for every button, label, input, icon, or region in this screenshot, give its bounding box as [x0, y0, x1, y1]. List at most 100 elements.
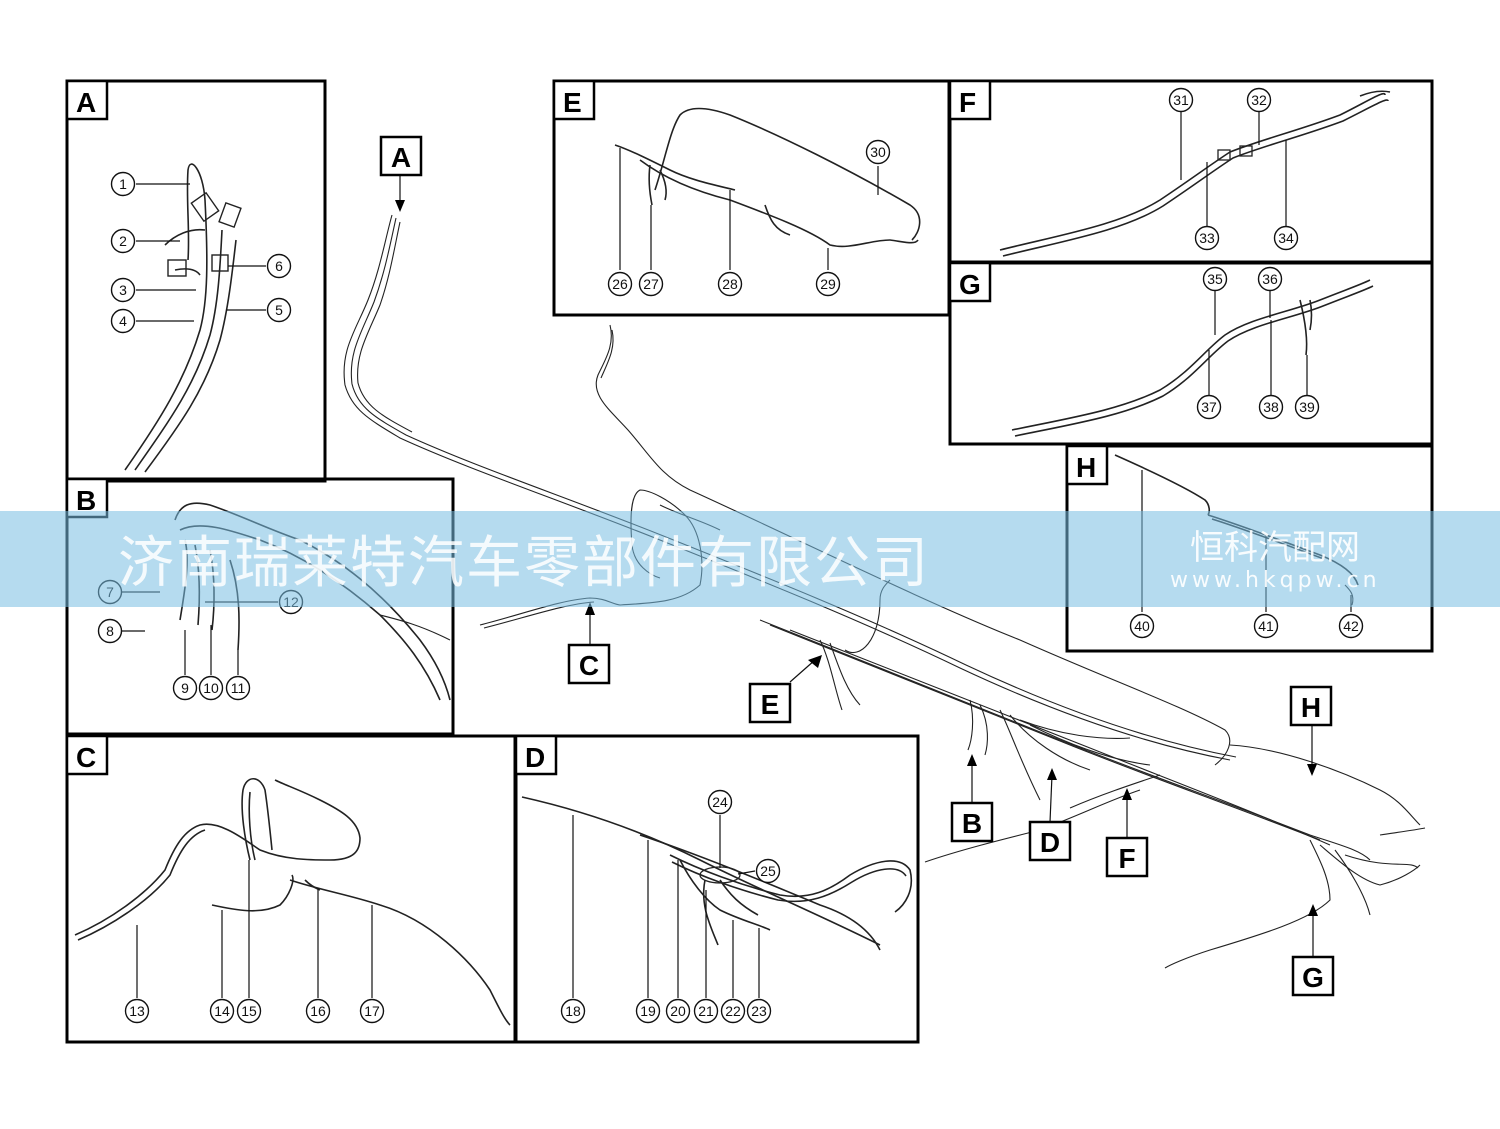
panel-d: D [514, 734, 920, 1044]
part-number-circle [1273, 225, 1299, 251]
callout-pointers [395, 175, 1318, 957]
part-number-circle [746, 998, 772, 1024]
part-number-35: 35 [1202, 266, 1228, 292]
part-number-label: 9 [181, 680, 189, 696]
part-number-label: 14 [214, 1003, 230, 1019]
part-number-6: 6 [266, 253, 292, 279]
panel-g: G [948, 261, 1434, 446]
callout-a: A [379, 135, 423, 177]
part-number-circle [815, 271, 841, 297]
part-number-label: 8 [106, 623, 114, 639]
part-number-circle [638, 271, 664, 297]
part-number-label: 6 [275, 258, 283, 274]
part-number-circle [359, 998, 385, 1024]
part-number-label: 4 [119, 313, 127, 329]
part-number-11: 11 [225, 675, 251, 701]
part-number-label: 26 [612, 276, 628, 292]
part-number-28: 28 [717, 271, 743, 297]
part-number-circle [720, 998, 746, 1024]
part-number-label: 28 [722, 276, 738, 292]
part-number-36: 36 [1257, 266, 1283, 292]
callout-e: E [748, 682, 792, 724]
part-number-circle [1253, 613, 1279, 639]
panel-letter: C [76, 742, 96, 773]
part-number-circle [717, 271, 743, 297]
panel-e: E [552, 79, 951, 317]
panel-a: A [65, 79, 327, 483]
part-number-17: 17 [359, 998, 385, 1024]
part-number-label: 41 [1258, 618, 1274, 634]
part-number-26: 26 [607, 271, 633, 297]
part-number-24: 24 [707, 789, 733, 815]
part-number-label: 22 [725, 1003, 741, 1019]
panel-letter: E [563, 87, 582, 118]
part-number-circle [1294, 394, 1320, 420]
part-number-20: 20 [665, 998, 691, 1024]
part-number-5: 5 [266, 297, 292, 323]
callout-letter: H [1301, 692, 1321, 723]
part-number-label: 11 [231, 680, 246, 696]
panel-letter: F [959, 87, 976, 118]
part-number-circle [693, 998, 719, 1024]
part-number-label: 38 [1263, 399, 1279, 415]
part-number-1: 1 [110, 171, 136, 197]
part-number-circle [665, 998, 691, 1024]
part-number-15: 15 [236, 998, 262, 1024]
watermark-company: 济南瑞莱特汽车零部件有限公司 [118, 531, 930, 596]
part-number-circle [110, 171, 136, 197]
panel-letter: A [76, 87, 96, 118]
callout-letter: C [579, 650, 599, 681]
part-number-label: 17 [364, 1003, 380, 1019]
part-number-label: 25 [760, 863, 776, 879]
part-number-3: 3 [110, 277, 136, 303]
part-number-16: 16 [305, 998, 331, 1024]
part-number-41: 41 [1253, 613, 1279, 639]
callout-letter: B [962, 808, 982, 839]
part-number-42: 42 [1338, 613, 1364, 639]
part-number-label: 36 [1262, 271, 1278, 287]
part-number-label: 27 [643, 276, 659, 292]
part-number-label: 42 [1343, 618, 1359, 634]
part-number-38: 38 [1258, 394, 1284, 420]
part-number-circle [755, 858, 781, 884]
part-number-37: 37 [1196, 394, 1222, 420]
part-number-circle [305, 998, 331, 1024]
callout-f: F [1105, 836, 1149, 878]
part-number-circle [110, 277, 136, 303]
part-number-25: 25 [755, 858, 781, 884]
part-number-8: 8 [97, 618, 123, 644]
callout-letter: D [1040, 827, 1060, 858]
part-number-circle [1257, 266, 1283, 292]
part-number-18: 18 [560, 998, 586, 1024]
part-number-label: 15 [241, 1003, 257, 1019]
part-number-label: 34 [1278, 230, 1294, 246]
callout-d: D [1028, 820, 1072, 862]
part-number-circle [707, 789, 733, 815]
part-number-label: 24 [712, 794, 728, 810]
part-number-33: 33 [1194, 225, 1220, 251]
part-number-label: 31 [1173, 92, 1189, 108]
part-number-label: 19 [640, 1003, 656, 1019]
panel-letter: G [959, 269, 981, 300]
part-number-circle [266, 253, 292, 279]
part-number-label: 18 [565, 1003, 581, 1019]
part-number-circle [110, 308, 136, 334]
panel-f: F [948, 79, 1434, 264]
part-number-label: 40 [1134, 618, 1150, 634]
part-number-34: 34 [1273, 225, 1299, 251]
part-number-label: 20 [670, 1003, 686, 1019]
watermark-site-name: 恒科汽配网 [1190, 528, 1360, 568]
part-number-circle [1246, 87, 1272, 113]
part-number-label: 7 [106, 584, 114, 600]
part-number-circle [1194, 225, 1220, 251]
panel-letter: D [525, 742, 545, 773]
part-number-14: 14 [209, 998, 235, 1024]
part-number-circle [1338, 613, 1364, 639]
part-number-label: 2 [119, 233, 127, 249]
part-number-19: 19 [635, 998, 661, 1024]
part-number-label: 37 [1201, 399, 1217, 415]
part-number-label: 13 [129, 1003, 145, 1019]
part-number-30: 30 [865, 139, 891, 165]
callout-b: B [950, 801, 994, 843]
